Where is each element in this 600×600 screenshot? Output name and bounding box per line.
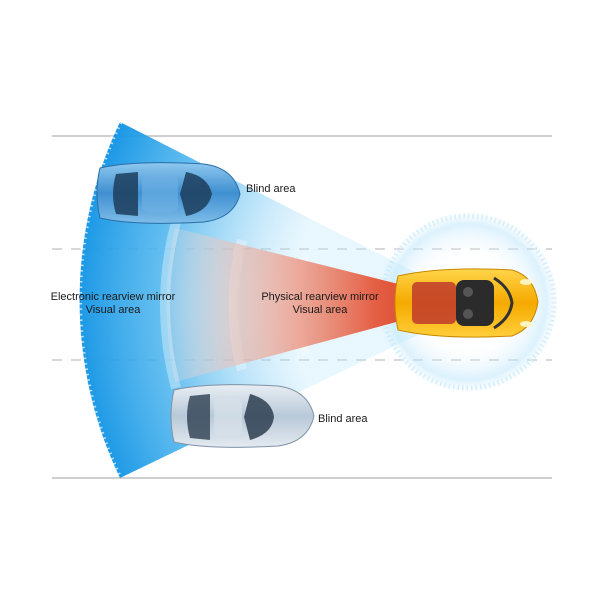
side-car-top [96,162,241,224]
side-car-bottom [170,384,315,448]
physical-visual-area [166,228,470,382]
blind-area-label-bottom: Blind area [318,413,368,425]
physical-mirror-label-line2: Visual area [292,304,348,316]
fan-arc-band-1 [160,220,181,390]
electronic-mirror-label-line2: Visual area [85,304,141,316]
own-car [394,268,539,338]
own-car-halo-ticks [379,213,557,391]
blind-area-label-top: Blind area [246,183,296,195]
physical-mirror-label-line1: Physical rearview mirror [261,291,379,303]
physical-mirror-label: Physical rearview mirror Visual area [250,291,390,317]
electronic-mirror-label-line1: Electronic rearview mirror [50,291,176,303]
electronic-mirror-label: Electronic rearview mirror Visual area [38,291,188,317]
